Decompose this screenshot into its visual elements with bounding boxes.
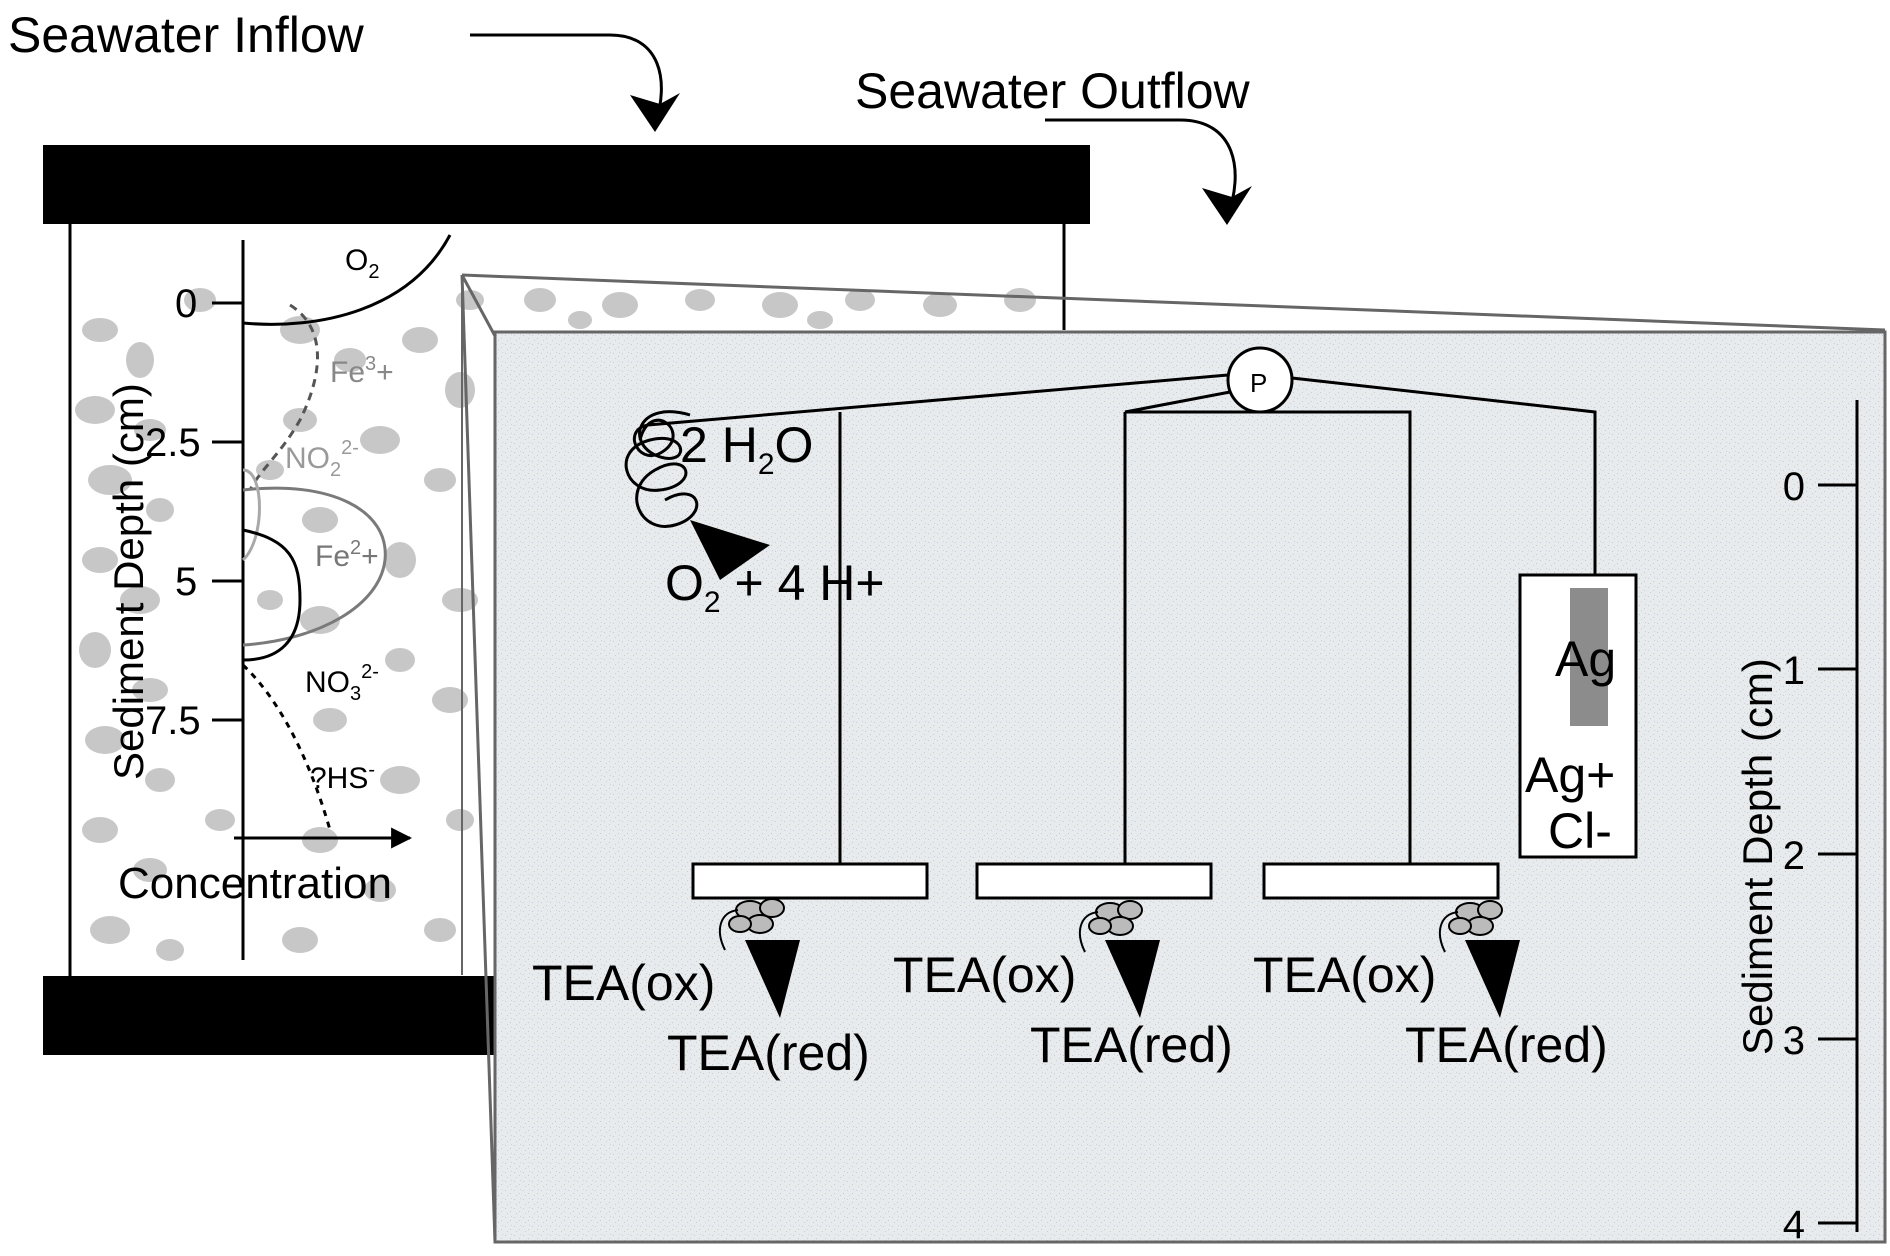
water-product: O2 + 4 H+ <box>665 555 885 619</box>
chamber-bottom-plate <box>43 976 510 1055</box>
left-axis-label: Sediment Depth (cm) <box>105 383 152 780</box>
zoomed-sediment-panel <box>493 330 1887 1244</box>
working-electrode-2 <box>975 862 1213 900</box>
outflow-arrowhead <box>1202 186 1252 225</box>
hs-profile-curve <box>241 663 332 831</box>
left-tick-5: 5 <box>175 560 197 604</box>
left-tick-0: 0 <box>175 282 197 326</box>
ag-ion-label: Ag+ <box>1525 747 1615 803</box>
no2-profile-curve <box>242 486 387 647</box>
left-tick-7-5: 7.5 <box>145 699 201 743</box>
microbe-cluster-3 <box>1438 900 1503 953</box>
tea-red-label-3: TEA(red) <box>1405 1017 1608 1073</box>
sediment-particles <box>75 288 1036 961</box>
seawater-outflow-label: Seawater Outflow <box>855 63 1251 119</box>
silver-wire <box>1570 588 1608 726</box>
concentration-label: Concentration <box>118 859 392 908</box>
working-electrode-3 <box>1262 862 1500 900</box>
working-electrode-1 <box>691 862 929 900</box>
right-axis-ticks <box>1818 483 1857 1225</box>
potentiostat-label: P <box>1250 368 1267 398</box>
zoom-connector-lines <box>460 273 1886 1243</box>
o2-profile-curve <box>242 234 452 326</box>
circuit-wires <box>632 373 1597 870</box>
fe3-label: Fe3+ <box>330 353 394 389</box>
tea-red-label-1: TEA(red) <box>667 1025 870 1081</box>
hs-label: ?HS- <box>310 759 375 795</box>
inflow-arrowhead <box>630 93 680 132</box>
seawater-inflow-label: Seawater Inflow <box>8 7 365 63</box>
reduction-arrow-3 <box>1465 940 1520 1018</box>
fe3-profile-curve <box>248 303 319 491</box>
tea-red-label-2: TEA(red) <box>1030 1017 1233 1073</box>
no2-label: NO22- <box>285 437 359 481</box>
right-tick-1: 1 <box>1783 649 1805 693</box>
chloride-label: Cl- <box>1548 803 1612 859</box>
tea-ox-label-3: TEA(ox) <box>1253 947 1436 1003</box>
chamber-top-plate <box>43 145 1090 224</box>
no3-label: NO32- <box>305 661 379 705</box>
anode-coil <box>624 410 699 528</box>
fe2-label: Fe2+ <box>315 537 379 573</box>
right-tick-2: 2 <box>1783 834 1805 878</box>
tea-ox-label-1: TEA(ox) <box>532 955 715 1011</box>
o2-label: O2 <box>345 244 379 283</box>
left-axis-ticks <box>212 301 243 722</box>
reduction-arrow-1 <box>745 940 800 1018</box>
reduction-arrow-2 <box>1105 940 1160 1018</box>
left-tick-2-5: 2.5 <box>145 421 201 465</box>
right-axis-label: Sediment Depth (cm) <box>1734 658 1781 1055</box>
inflow-arrow <box>470 33 663 126</box>
no3-profile-curve <box>242 528 302 662</box>
light-profile-curve <box>241 468 261 562</box>
microbe-cluster-2 <box>1078 900 1143 953</box>
tea-ox-label-2: TEA(ox) <box>893 947 1076 1003</box>
water-reactant: 2 H2O <box>680 417 813 481</box>
ag-label: Ag <box>1555 631 1616 687</box>
oxidation-arrow <box>690 520 770 580</box>
right-tick-3: 3 <box>1783 1019 1805 1063</box>
microbe-cluster-1 <box>718 898 785 951</box>
right-tick-4: 4 <box>1783 1203 1805 1247</box>
right-tick-0: 0 <box>1783 465 1805 509</box>
